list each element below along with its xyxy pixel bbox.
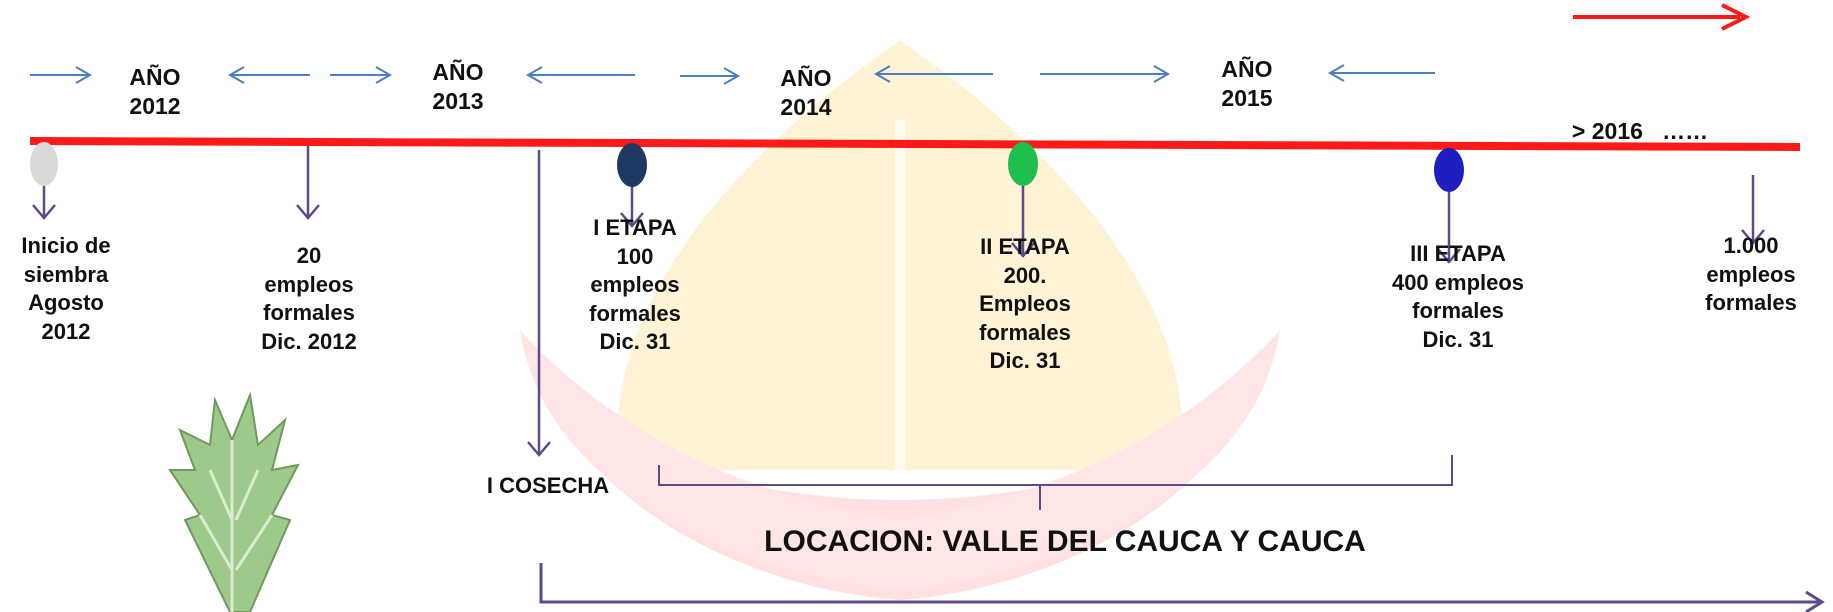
- timeline-nodes: [30, 142, 1464, 192]
- down-arrow-20: [296, 146, 320, 220]
- main-timeline: [29, 137, 1801, 151]
- down-arrow-1000: [1741, 175, 1765, 245]
- red-arrow-top: [1573, 3, 1751, 31]
- location-bracket: [658, 455, 1453, 510]
- arrow-right: [1040, 65, 1171, 83]
- watermark-logo: [520, 40, 1280, 600]
- node-inicio: [30, 142, 58, 186]
- arrow-right: [330, 66, 393, 84]
- bottom-long-arrow: [539, 563, 1825, 612]
- node-etapa-3: [1434, 148, 1464, 192]
- arrow-left: [525, 66, 635, 84]
- arrow-right: [30, 66, 93, 84]
- arrow-left: [1327, 64, 1435, 82]
- node-etapa-2: [1008, 142, 1038, 186]
- arrow-left: [227, 66, 310, 84]
- year-arrows: [30, 64, 1435, 85]
- down-arrow-cosecha: [527, 150, 551, 457]
- arrow-left: [873, 65, 993, 83]
- node-etapa-1: [617, 143, 647, 187]
- arrow-right: [680, 67, 741, 85]
- location-label: LOCACION: VALLE DEL CAUCA Y CAUCA: [764, 525, 1366, 558]
- year-label-2016: > 2016 ……: [1571, 118, 1709, 144]
- cosecha-label: I COSECHA: [486, 473, 610, 498]
- pineapple-crown-icon: [168, 391, 300, 612]
